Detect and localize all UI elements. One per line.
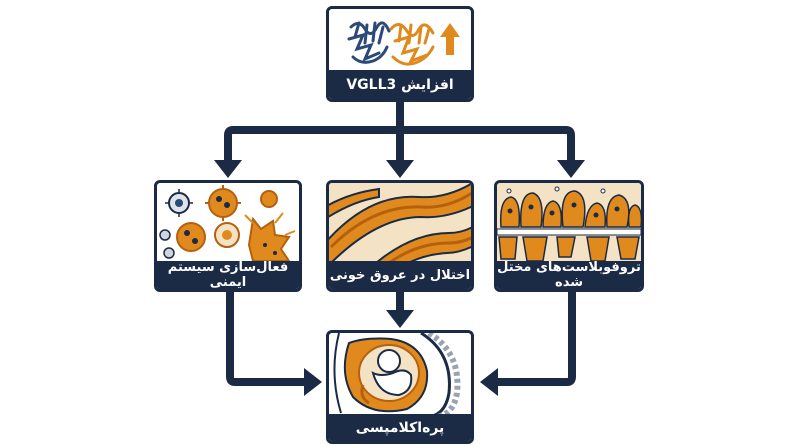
pregnancy-cross-section-icon	[329, 333, 471, 417]
node-preeclampsia: پره‌اکلامپسی	[326, 330, 474, 444]
arrow-left-to-bottom	[226, 292, 306, 386]
arrowhead-right	[557, 160, 585, 178]
arrow-top-to-right	[396, 124, 575, 162]
immune-cells-icon	[157, 183, 299, 264]
protein-structure-icon	[329, 9, 471, 73]
node-label: اختلال در عروق خونی	[329, 261, 471, 289]
blood-vessels-icon	[329, 183, 471, 264]
node-label: تروفوبلاست‌های مختل شده	[497, 260, 641, 290]
arrowhead-left-bottom	[304, 368, 322, 396]
arrowhead-right-bottom	[480, 368, 498, 396]
node-vgll3-increase: افزایش VGLL3	[326, 6, 474, 102]
node-impaired-trophoblasts: تروفوبلاست‌های مختل شده	[494, 180, 644, 292]
node-immune-activation: فعال‌سازی سیستم ایمنی	[154, 180, 302, 292]
arrow-right-to-bottom	[496, 292, 576, 386]
node-vascular-dysfunction: اختلال در عروق خونی	[326, 180, 474, 292]
arrowhead-middle-bottom	[386, 310, 414, 328]
up-arrow-icon	[440, 23, 460, 55]
node-label: فعال‌سازی سیستم ایمنی	[157, 260, 299, 289]
arrowhead-middle	[386, 160, 414, 178]
arrowhead-left	[214, 160, 242, 178]
node-label: افزایش VGLL3	[329, 70, 471, 99]
node-label: پره‌اکلامپسی	[329, 414, 471, 441]
trophoblast-cells-icon	[497, 183, 641, 264]
arrow-top-to-left	[224, 102, 404, 162]
